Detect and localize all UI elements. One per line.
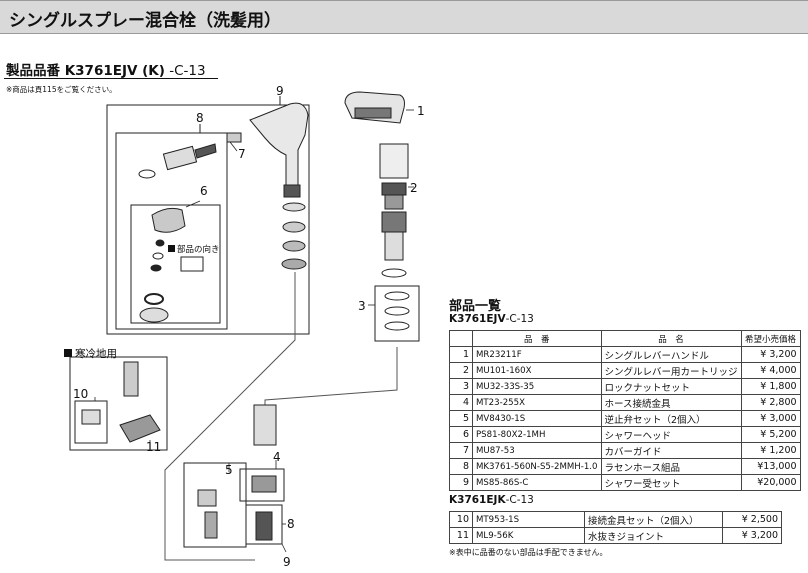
callout-3: 3 bbox=[358, 299, 366, 313]
hose-threaded bbox=[194, 143, 217, 159]
model-number-suffix: -C-13 bbox=[164, 63, 206, 79]
callout-9-top: 9 bbox=[276, 84, 284, 98]
cartridge-stem bbox=[384, 194, 404, 210]
check-valve bbox=[197, 489, 217, 507]
lock-nut-ring-c bbox=[384, 321, 410, 331]
cold-pipe bbox=[123, 361, 139, 397]
model-number-main: 製品品番 K3761EJV (K) bbox=[6, 63, 165, 79]
hose-washer bbox=[138, 169, 156, 179]
cartridge-cap bbox=[379, 143, 409, 179]
washer-9d bbox=[281, 258, 307, 270]
lock-body bbox=[384, 231, 404, 261]
callout-8-top: 8 bbox=[196, 111, 204, 125]
lower-valve bbox=[253, 404, 277, 446]
frame-cold-region bbox=[69, 356, 168, 451]
hose-fitting bbox=[251, 475, 277, 493]
callout-8-bottom: 8 bbox=[287, 517, 295, 531]
lower-hose bbox=[255, 511, 273, 541]
col-code: 品 番 bbox=[472, 330, 602, 347]
lock-nut-ring-b bbox=[384, 306, 410, 316]
washer-9a bbox=[282, 202, 306, 212]
callout-5: 5 bbox=[225, 463, 233, 477]
model-number: 製品品番 K3761EJV (K) -C-13 bbox=[6, 59, 206, 79]
orientation-marker bbox=[168, 245, 175, 252]
lever-slot bbox=[354, 107, 392, 119]
callout-9-bottom: 9 bbox=[283, 555, 291, 569]
frame-shower-set bbox=[106, 104, 310, 335]
shower-part-b bbox=[152, 252, 164, 260]
shower-part-a bbox=[155, 239, 165, 247]
model-underline bbox=[4, 78, 218, 79]
parts-table-header: 品 番 品 名 希望小売価格 bbox=[449, 330, 801, 347]
lock-nut-ring-a bbox=[384, 291, 410, 301]
callout-10: 10 bbox=[73, 387, 88, 401]
hose-nut bbox=[162, 145, 198, 171]
callout-11: 11 bbox=[146, 440, 161, 454]
callout-1: 1 bbox=[417, 104, 425, 118]
shower-head bbox=[151, 207, 186, 233]
group2-model: K3761EJK-C-13 bbox=[449, 494, 534, 506]
col-price: 希望小売価格 bbox=[740, 330, 801, 347]
callout-6: 6 bbox=[200, 184, 208, 198]
shower-ring bbox=[144, 293, 164, 305]
footnote: ※表中に品番のない部品は手配できません。 bbox=[449, 548, 608, 557]
washer-9b bbox=[282, 221, 306, 233]
shower-plate bbox=[139, 307, 169, 323]
spout-joint bbox=[283, 184, 301, 198]
frame-part-10 bbox=[74, 400, 108, 444]
cartridge-body bbox=[381, 182, 407, 196]
title-bar: シングルスプレー混合栓（洗髪用） bbox=[0, 0, 808, 34]
reference-note: ※商品は頁115をご覧ください。 bbox=[6, 85, 117, 94]
lock-ring bbox=[381, 268, 407, 278]
cold-region-marker bbox=[64, 349, 72, 357]
group1-model: K3761EJV-C-13 bbox=[449, 313, 534, 325]
orientation-label: 部品の向き bbox=[177, 245, 220, 255]
cold-region-label: 寒冷地用 bbox=[75, 348, 117, 360]
shower-part-c bbox=[150, 264, 162, 272]
cover-guide bbox=[226, 132, 242, 143]
frame-part-3 bbox=[374, 285, 420, 342]
frame-part-4 bbox=[239, 468, 285, 502]
frame-lower-hose bbox=[245, 504, 283, 545]
page-title: シングルスプレー混合栓（洗髪用） bbox=[9, 11, 281, 31]
callout-4: 4 bbox=[273, 450, 281, 464]
frame-shower-head bbox=[130, 204, 221, 324]
callout-2: 2 bbox=[410, 181, 418, 195]
washer-9c bbox=[282, 240, 306, 252]
col-name: 品 名 bbox=[600, 330, 742, 347]
check-valve-body bbox=[204, 511, 218, 539]
orientation-part bbox=[180, 256, 204, 272]
parts-list-heading: 部品一覧 bbox=[449, 299, 502, 314]
drain-joint bbox=[119, 414, 161, 443]
lock-nut bbox=[381, 211, 407, 233]
frame-hose-set bbox=[115, 132, 228, 330]
callout-7: 7 bbox=[238, 147, 246, 161]
connection-fitting bbox=[81, 409, 101, 425]
spout-body bbox=[249, 102, 309, 186]
